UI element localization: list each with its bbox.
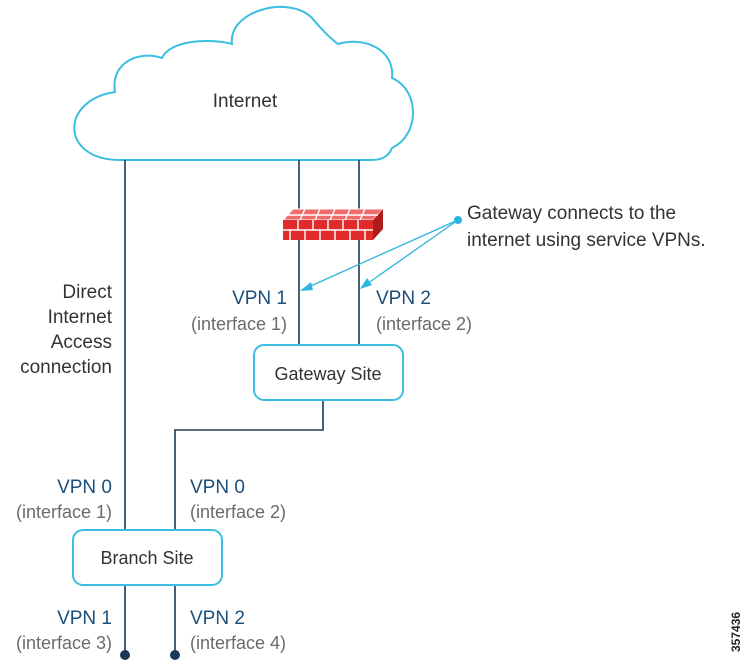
branch-upper-left-iface: (interface 1) xyxy=(16,502,112,522)
annotation-line-1: Gateway connects to the xyxy=(467,203,676,224)
annotation-dot xyxy=(454,216,462,224)
internet-cloud xyxy=(73,5,414,161)
gateway-site-box xyxy=(253,344,404,401)
branch-lower-right-iface: (interface 4) xyxy=(190,633,286,653)
branch-upper-left-name: VPN 0 xyxy=(57,477,112,498)
annotation-line-2: internet using service VPNs. xyxy=(467,230,706,251)
branch-lower-right-name: VPN 2 xyxy=(190,608,245,629)
gateway-vpn1-name: VPN 1 xyxy=(232,288,287,309)
endpoint-dot-vpn2 xyxy=(170,650,180,660)
gateway-vpn2-iface: (interface 2) xyxy=(376,314,472,334)
branch-lower-left-iface: (interface 3) xyxy=(16,633,112,653)
annotation-arrows xyxy=(300,216,462,291)
branch-upper-right-iface: (interface 2) xyxy=(190,502,286,522)
endpoint-dot-vpn1 xyxy=(120,650,130,660)
gateway-vpn1-iface: (interface 1) xyxy=(191,314,287,334)
internet-label: Internet xyxy=(213,91,278,112)
gateway-site-label: Gateway Site xyxy=(274,364,381,384)
branch-site-label: Branch Site xyxy=(100,548,193,568)
dia-label-line-1: Direct xyxy=(62,282,112,303)
gateway-vpn2-name: VPN 2 xyxy=(376,288,431,309)
connection-lines xyxy=(124,160,360,652)
branch-site-box xyxy=(72,529,223,586)
firewall-brick-icon xyxy=(281,208,385,240)
branch-upper-right-name: VPN 0 xyxy=(190,477,245,498)
dia-label-line-3: Access xyxy=(51,332,112,353)
gateway-branch-link xyxy=(174,400,324,530)
dia-label-line-2: Internet xyxy=(48,307,113,328)
dia-label-line-4: connection xyxy=(20,357,112,378)
branch-lower-left-name: VPN 1 xyxy=(57,608,112,629)
figure-id: 357436 xyxy=(729,612,743,652)
